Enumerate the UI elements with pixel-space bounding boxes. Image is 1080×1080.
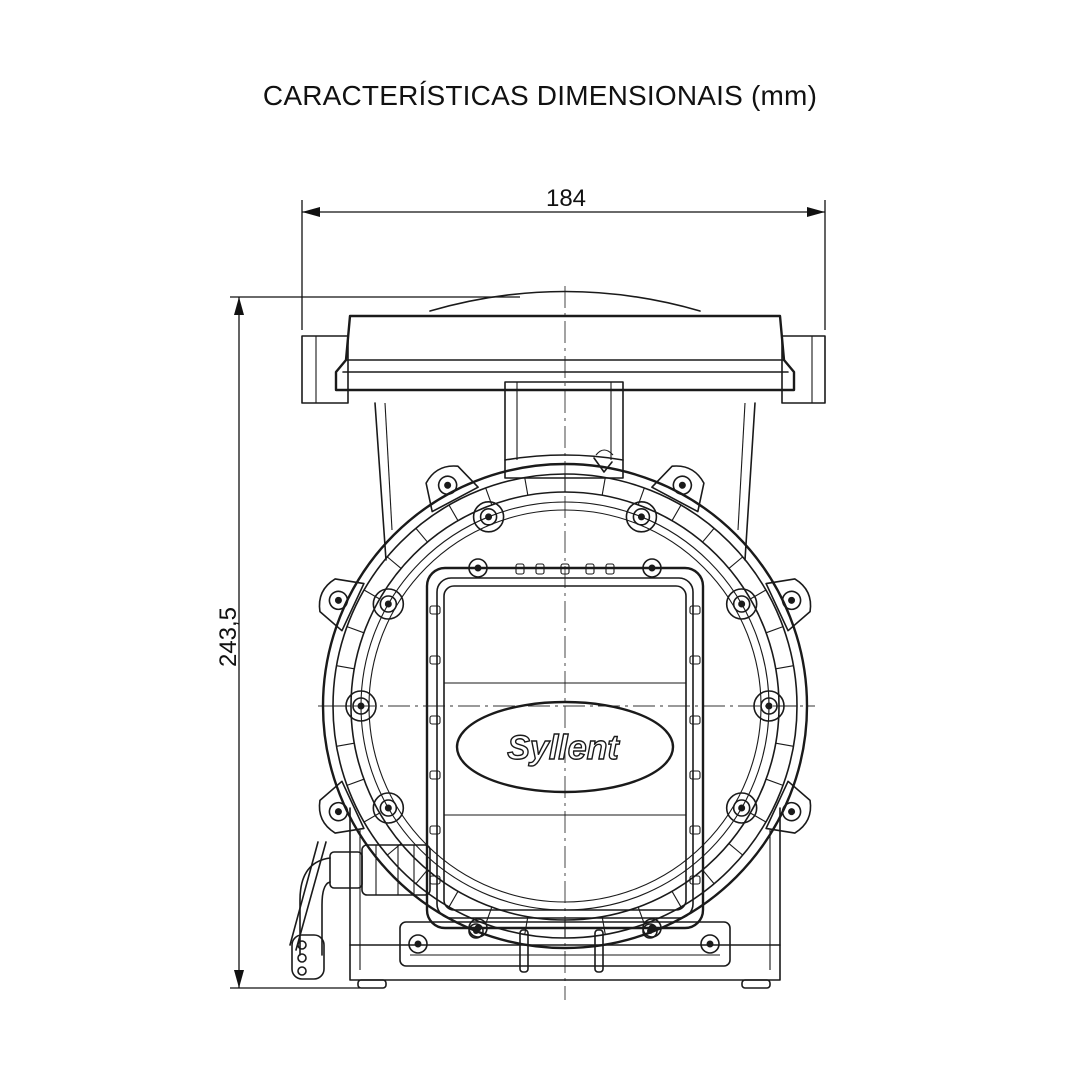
mounting-lug [765, 780, 812, 834]
cooling-rib [363, 589, 380, 600]
arrow-left-icon [302, 207, 320, 217]
box-clip [429, 655, 441, 665]
page-title: CARACTERÍSTICAS DIMENSIONAIS (mm) [262, 80, 818, 111]
cooling-rib [336, 742, 355, 747]
box-screw [642, 558, 662, 578]
mounting-lug [318, 780, 365, 834]
width-dimension: 184 [301, 185, 826, 330]
cooling-rib [702, 869, 715, 885]
box-clip [429, 875, 441, 885]
bottom-bracket [399, 921, 731, 973]
cooling-rib [765, 626, 784, 634]
cooling-rib [775, 742, 794, 747]
box-clip [429, 605, 441, 615]
strainer-body [374, 402, 756, 561]
box-clip [689, 605, 701, 615]
width-label: 184 [546, 185, 586, 212]
cooling-rib [765, 778, 784, 786]
cooling-rib [702, 527, 715, 543]
cooling-rib [346, 626, 365, 634]
pump-housing [318, 462, 812, 950]
cooling-rib [448, 891, 459, 908]
cooling-rib [750, 812, 767, 823]
box-clip [689, 715, 701, 725]
cooling-rib [750, 589, 767, 600]
cooling-rib [386, 556, 402, 569]
cooling-rib [363, 812, 380, 823]
box-clip [689, 825, 701, 835]
cooling-rib [415, 869, 428, 885]
mounting-lug [651, 465, 705, 513]
arrow-up-icon [234, 297, 244, 315]
mounting-lug [318, 578, 365, 632]
box-clip [429, 825, 441, 835]
cable-gland [289, 841, 431, 980]
cooling-rib [415, 527, 428, 543]
cooling-rib [346, 778, 365, 786]
mounting-lug [765, 578, 812, 632]
cooling-rib [524, 477, 529, 496]
outlet-pipe [504, 381, 624, 479]
cooling-rib [775, 665, 794, 670]
housing-bolt [725, 792, 758, 824]
cooling-rib [601, 477, 606, 496]
box-clip [560, 563, 570, 575]
box-clip [515, 563, 525, 575]
box-clip [605, 563, 615, 575]
housing-bolt [372, 792, 405, 824]
housing-bolt [472, 501, 505, 533]
cooling-rib [671, 504, 682, 521]
strainer-lid [301, 290, 826, 404]
box-clip [585, 563, 595, 575]
housing-bolt [625, 501, 658, 533]
mounting-lug [425, 465, 479, 513]
brand-oval [455, 700, 675, 794]
arrow-down-icon [234, 970, 244, 988]
cooling-rib [448, 504, 459, 521]
housing-bolt [753, 690, 785, 722]
cooling-rib [336, 665, 355, 670]
box-screw [468, 558, 488, 578]
housing-bolt [345, 690, 377, 722]
housing-bolt [725, 588, 758, 620]
arrow-right-icon [807, 207, 825, 217]
height-label: 243,5 [215, 607, 242, 667]
cooling-rib [524, 916, 529, 935]
box-clip [689, 770, 701, 780]
cooling-rib [728, 556, 744, 569]
brand-logo: Syllent [507, 729, 620, 767]
cooling-rib [728, 843, 744, 856]
cooling-rib [671, 891, 682, 908]
box-clip [429, 770, 441, 780]
box-clip [689, 875, 701, 885]
housing-bolt [372, 588, 405, 620]
box-clip [535, 563, 545, 575]
height-dimension: 243,5 [215, 296, 520, 989]
cooling-rib [601, 916, 606, 935]
box-clip [689, 655, 701, 665]
box-clip [429, 715, 441, 725]
